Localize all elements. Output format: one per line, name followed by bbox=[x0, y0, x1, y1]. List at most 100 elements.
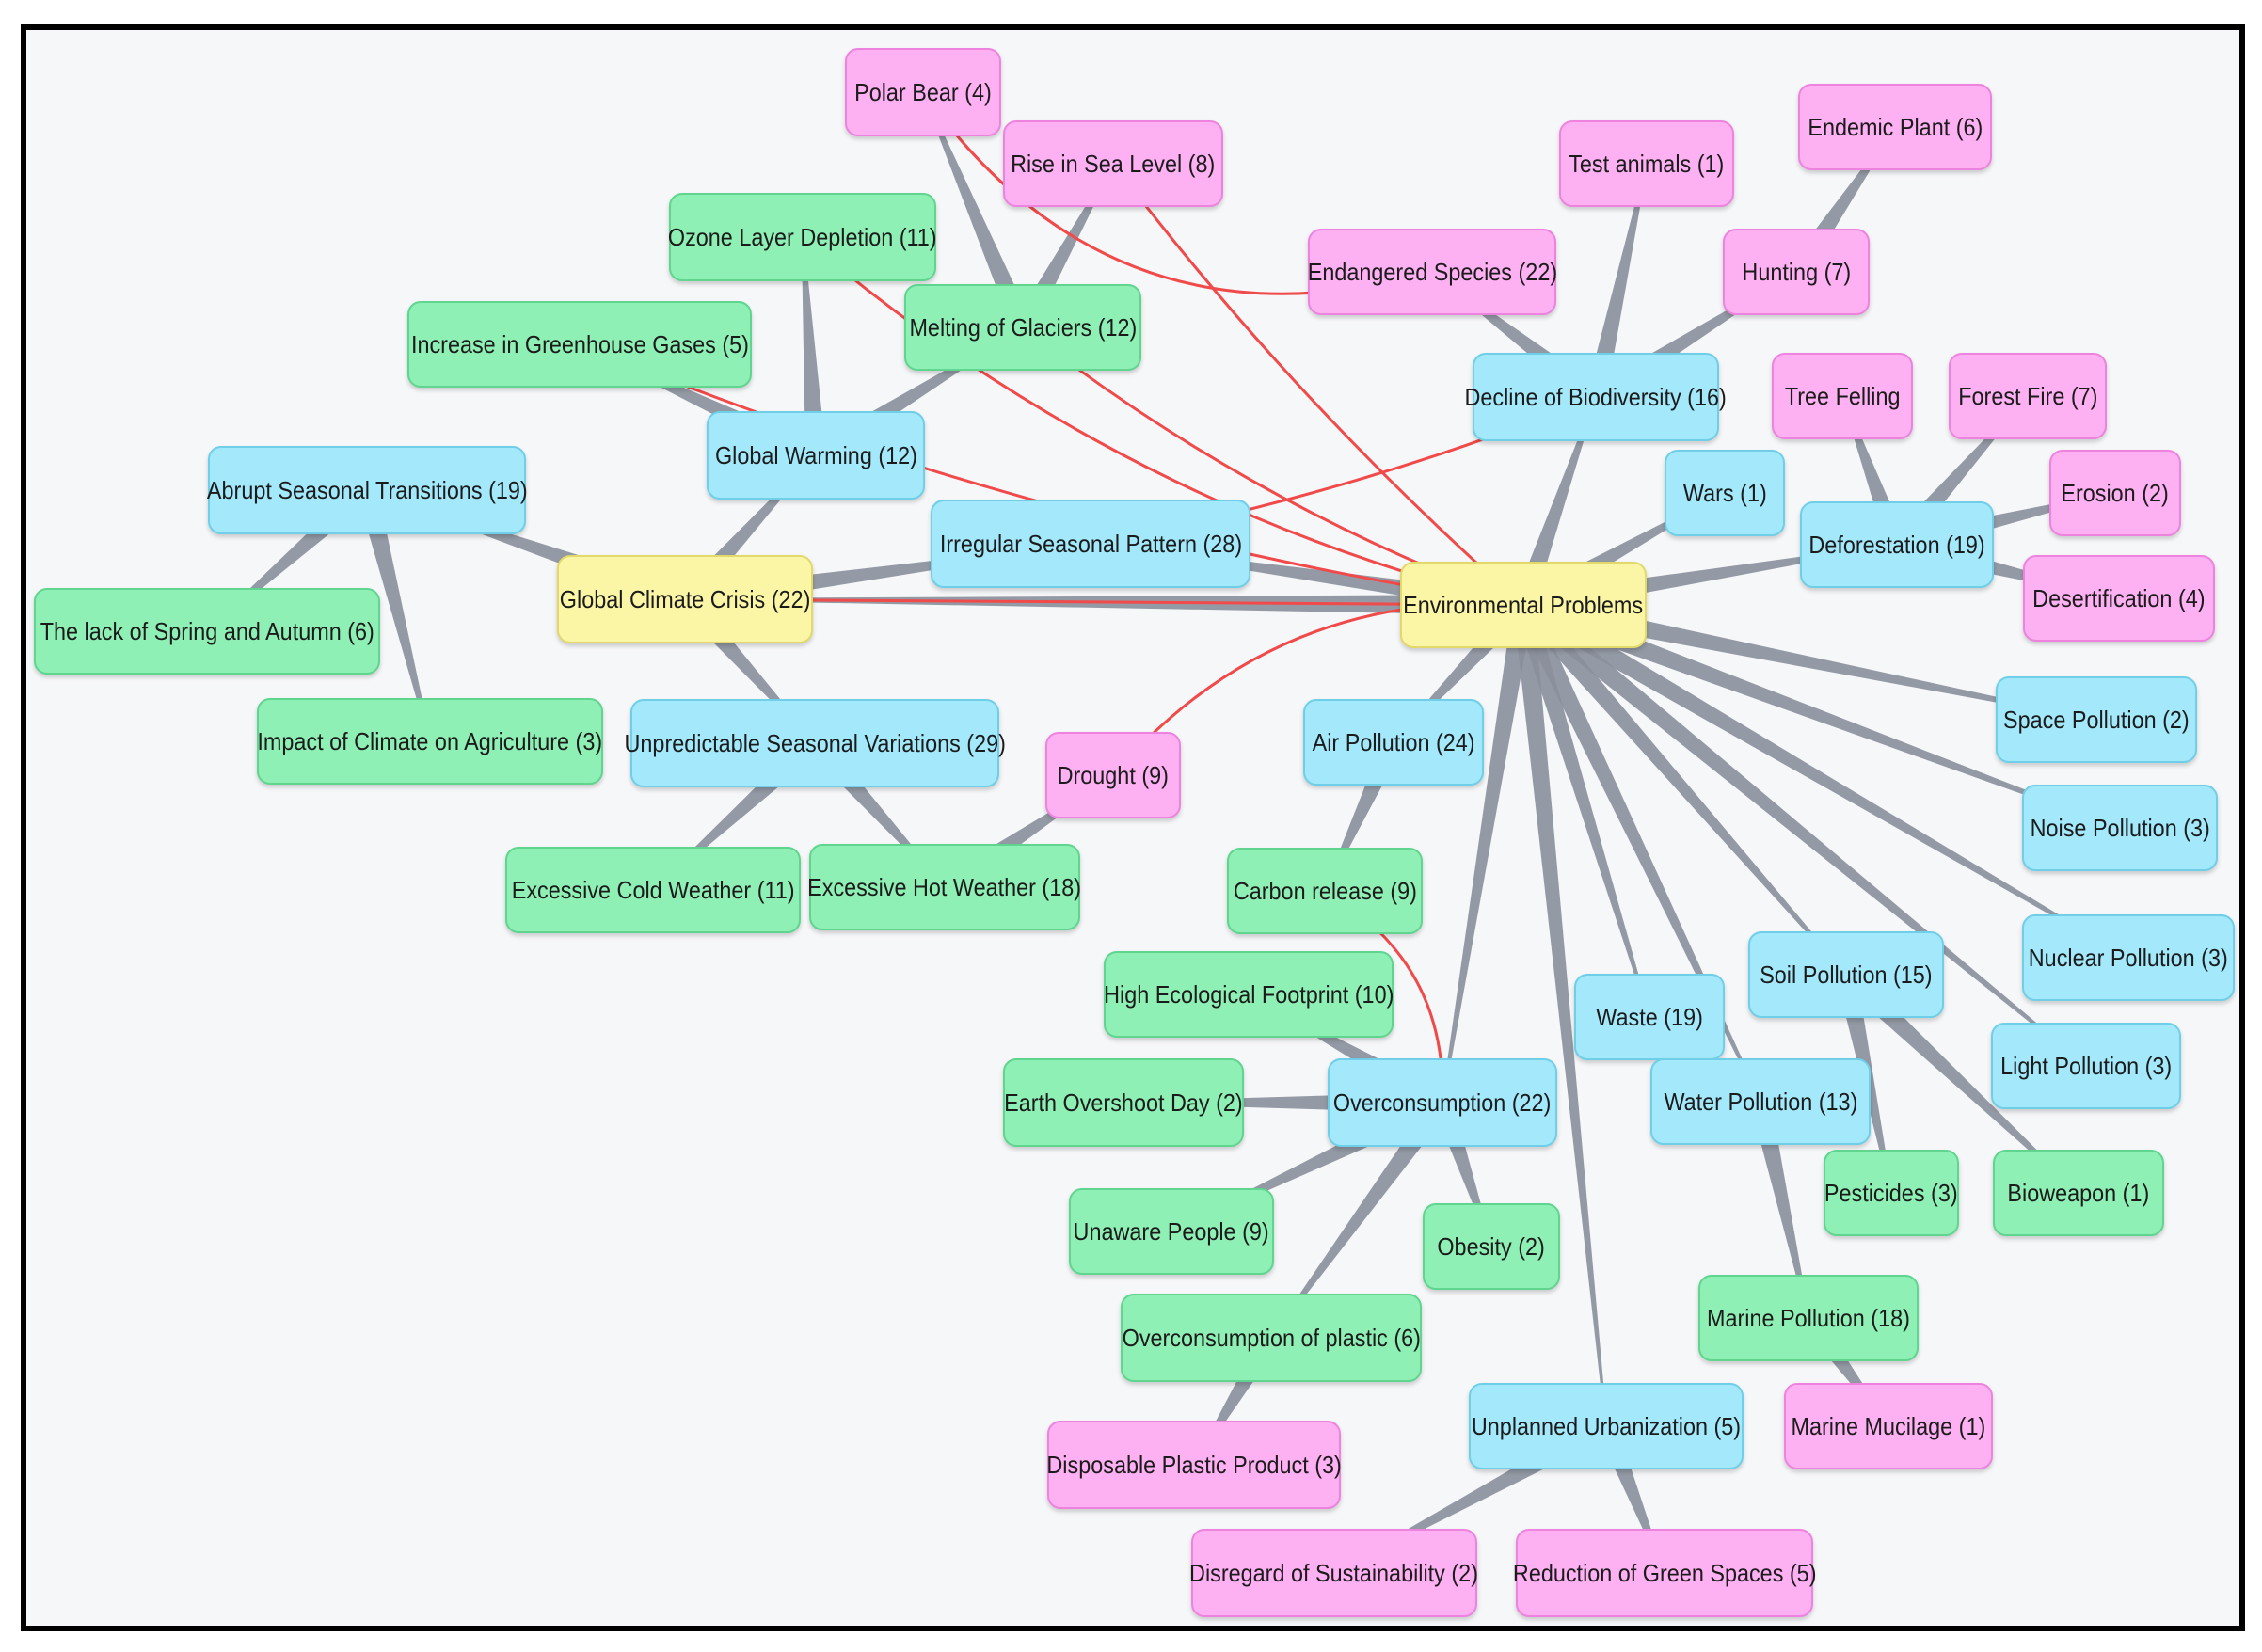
node-label: Rise in Sea Level (8) bbox=[1011, 149, 1216, 178]
node-disreg[interactable]: Disregard of Sustainability (2) bbox=[1189, 1529, 1479, 1617]
node-label: Tree Felling bbox=[1784, 381, 1901, 410]
node-label: Melting of Glaciers (12) bbox=[909, 312, 1137, 342]
node-nuclear[interactable]: Nuclear Pollution (3) bbox=[2022, 914, 2235, 1001]
node-label: Unpredictable Seasonal Variations (29) bbox=[624, 728, 1006, 757]
node-wars[interactable]: Wars (1) bbox=[1665, 450, 1785, 536]
node-rsl[interactable]: Rise in Sea Level (8) bbox=[1003, 120, 1223, 207]
hierarchy-edge-dob-env bbox=[1513, 396, 1598, 609]
node-label: Overconsumption (22) bbox=[1333, 1088, 1552, 1117]
node-marine[interactable]: Marine Pollution (18) bbox=[1698, 1275, 1919, 1361]
node-label: Light Pollution (3) bbox=[1999, 1051, 2173, 1080]
node-spring[interactable]: The lack of Spring and Autumn (6) bbox=[34, 588, 380, 675]
node-light[interactable]: Light Pollution (3) bbox=[1991, 1023, 2181, 1109]
node-label: Nuclear Pollution (3) bbox=[2028, 943, 2229, 972]
node-label: Reduction of Green Spaces (5) bbox=[1512, 1558, 1817, 1587]
node-tree[interactable]: Tree Felling bbox=[1772, 353, 1913, 439]
node-isp[interactable]: Irregular Seasonal Pattern (28) bbox=[931, 500, 1250, 588]
node-label: Waste (19) bbox=[1596, 1002, 1703, 1031]
node-usv[interactable]: Unpredictable Seasonal Variations (29) bbox=[624, 699, 1006, 787]
node-hot[interactable]: Excessive Hot Weather (18) bbox=[807, 844, 1082, 930]
node-ozone[interactable]: Ozone Layer Depletion (11) bbox=[668, 193, 937, 281]
node-label: Environmental Problems bbox=[1403, 590, 1644, 619]
node-pest[interactable]: Pesticides (3) bbox=[1824, 1150, 1959, 1236]
node-soil[interactable]: Soil Pollution (15) bbox=[1748, 931, 1944, 1018]
node-label: Decline of Biodiversity (16) bbox=[1464, 382, 1728, 411]
hierarchy-edge-noise-env bbox=[1520, 595, 2121, 830]
node-drought[interactable]: Drought (9) bbox=[1045, 732, 1181, 818]
node-overc[interactable]: Overconsumption (22) bbox=[1328, 1058, 1557, 1147]
node-unaware[interactable]: Unaware People (9) bbox=[1069, 1188, 1274, 1275]
hierarchy-edge-biow-soil bbox=[1839, 967, 2079, 1194]
node-label: Soil Pollution (15) bbox=[1760, 960, 1933, 989]
node-test[interactable]: Test animals (1) bbox=[1559, 120, 1734, 207]
node-glac[interactable]: Melting of Glaciers (12) bbox=[904, 284, 1141, 371]
hierarchy-edge-light-env bbox=[1517, 596, 2087, 1067]
node-label: Marine Mucilage (1) bbox=[1791, 1411, 1986, 1440]
hierarchy-edge-test-dob bbox=[1585, 163, 1649, 400]
node-ghg[interactable]: Increase in Greenhouse Gases (5) bbox=[407, 301, 752, 388]
node-label: Marine Pollution (18) bbox=[1707, 1303, 1910, 1332]
node-label: Increase in Greenhouse Gases (5) bbox=[410, 329, 749, 358]
node-env[interactable]: Environmental Problems bbox=[1400, 562, 1647, 648]
node-label: Endemic Plant (6) bbox=[1808, 112, 1983, 141]
node-label: Global Warming (12) bbox=[714, 440, 917, 469]
node-erosion[interactable]: Erosion (2) bbox=[2049, 450, 2181, 536]
hierarchy-edge-space-env bbox=[1521, 595, 2097, 722]
hierarchy-edge-overc-env bbox=[1441, 603, 1534, 1104]
node-noise[interactable]: Noise Pollution (3) bbox=[2022, 785, 2218, 871]
node-label: Erosion (2) bbox=[2061, 478, 2170, 507]
node-label: Ozone Layer Depletion (11) bbox=[668, 222, 937, 251]
node-label: Abrupt Seasonal Transitions (19) bbox=[206, 475, 528, 504]
node-label: Excessive Hot Weather (18) bbox=[807, 872, 1082, 901]
node-waste[interactable]: Waste (19) bbox=[1574, 974, 1725, 1060]
node-water[interactable]: Water Pollution (13) bbox=[1650, 1058, 1871, 1145]
node-label: Air Pollution (24) bbox=[1312, 727, 1475, 756]
node-ast[interactable]: Abrupt Seasonal Transitions (19) bbox=[206, 446, 528, 534]
hierarchy-edge-urban-env bbox=[1513, 603, 1608, 1427]
node-urban[interactable]: Unplanned Urbanization (5) bbox=[1469, 1383, 1744, 1469]
node-label: Excessive Cold Weather (11) bbox=[511, 875, 795, 904]
node-label: Pesticides (3) bbox=[1824, 1178, 1958, 1207]
node-eod[interactable]: Earth Overshoot Day (2) bbox=[1003, 1058, 1244, 1147]
node-endemic[interactable]: Endemic Plant (6) bbox=[1798, 84, 1992, 170]
node-space[interactable]: Space Pollution (2) bbox=[1996, 676, 2197, 763]
node-label: High Ecological Footprint (10) bbox=[1103, 979, 1394, 1009]
node-label: Impact of Climate on Agriculture (3) bbox=[257, 726, 603, 755]
node-label: Bioweapon (1) bbox=[2007, 1178, 2150, 1207]
node-hunt[interactable]: Hunting (7) bbox=[1723, 229, 1870, 315]
node-label: Unplanned Urbanization (5) bbox=[1471, 1411, 1742, 1440]
node-biow[interactable]: Bioweapon (1) bbox=[1993, 1150, 2164, 1236]
node-hef[interactable]: High Ecological Footprint (10) bbox=[1104, 951, 1394, 1038]
node-obesity[interactable]: Obesity (2) bbox=[1423, 1203, 1560, 1290]
node-air[interactable]: Air Pollution (24) bbox=[1303, 699, 1484, 786]
node-label: Endangered Species (22) bbox=[1307, 257, 1557, 286]
node-label: Unaware People (9) bbox=[1073, 1216, 1270, 1246]
node-green_sp[interactable]: Reduction of Green Spaces (5) bbox=[1513, 1529, 1816, 1617]
node-label: Obesity (2) bbox=[1437, 1231, 1546, 1261]
node-desert[interactable]: Desertification (4) bbox=[2023, 555, 2215, 642]
node-defo[interactable]: Deforestation (19) bbox=[1800, 501, 1994, 588]
node-agri[interactable]: Impact of Climate on Agriculture (3) bbox=[257, 698, 603, 785]
node-dpp[interactable]: Disposable Plastic Product (3) bbox=[1046, 1421, 1342, 1509]
node-polar[interactable]: Polar Bear (4) bbox=[845, 48, 1001, 136]
node-gw[interactable]: Global Warming (12) bbox=[707, 411, 925, 500]
node-mucil[interactable]: Marine Mucilage (1) bbox=[1784, 1383, 1993, 1469]
cross-link-rsl-env bbox=[1111, 163, 1524, 607]
node-cold[interactable]: Excessive Cold Weather (11) bbox=[505, 847, 801, 933]
node-fire[interactable]: Forest Fire (7) bbox=[1949, 353, 2107, 439]
hierarchy-edge-ocplastic-overc bbox=[1270, 1096, 1451, 1339]
node-ocplastic[interactable]: Overconsumption of plastic (6) bbox=[1121, 1294, 1422, 1382]
node-gcc[interactable]: Global Climate Crisis (22) bbox=[557, 555, 813, 643]
node-label: Wars (1) bbox=[1682, 478, 1767, 507]
node-label: Drought (9) bbox=[1057, 760, 1170, 789]
node-label: Overconsumption of plastic (6) bbox=[1122, 1323, 1421, 1352]
hierarchy-edge-polar-glac bbox=[921, 91, 1033, 332]
node-label: Disregard of Sustainability (2) bbox=[1189, 1558, 1479, 1587]
node-carbon[interactable]: Carbon release (9) bbox=[1227, 848, 1423, 934]
node-dob[interactable]: Decline of Biodiversity (16) bbox=[1465, 353, 1727, 441]
node-endsp[interactable]: Endangered Species (22) bbox=[1307, 229, 1557, 315]
node-label: Earth Overshoot Day (2) bbox=[1004, 1088, 1243, 1117]
hierarchy-edge-waste-env bbox=[1513, 601, 1651, 1018]
node-label: Global Climate Crisis (22) bbox=[559, 584, 811, 613]
node-label: Irregular Seasonal Pattern (28) bbox=[939, 529, 1242, 558]
